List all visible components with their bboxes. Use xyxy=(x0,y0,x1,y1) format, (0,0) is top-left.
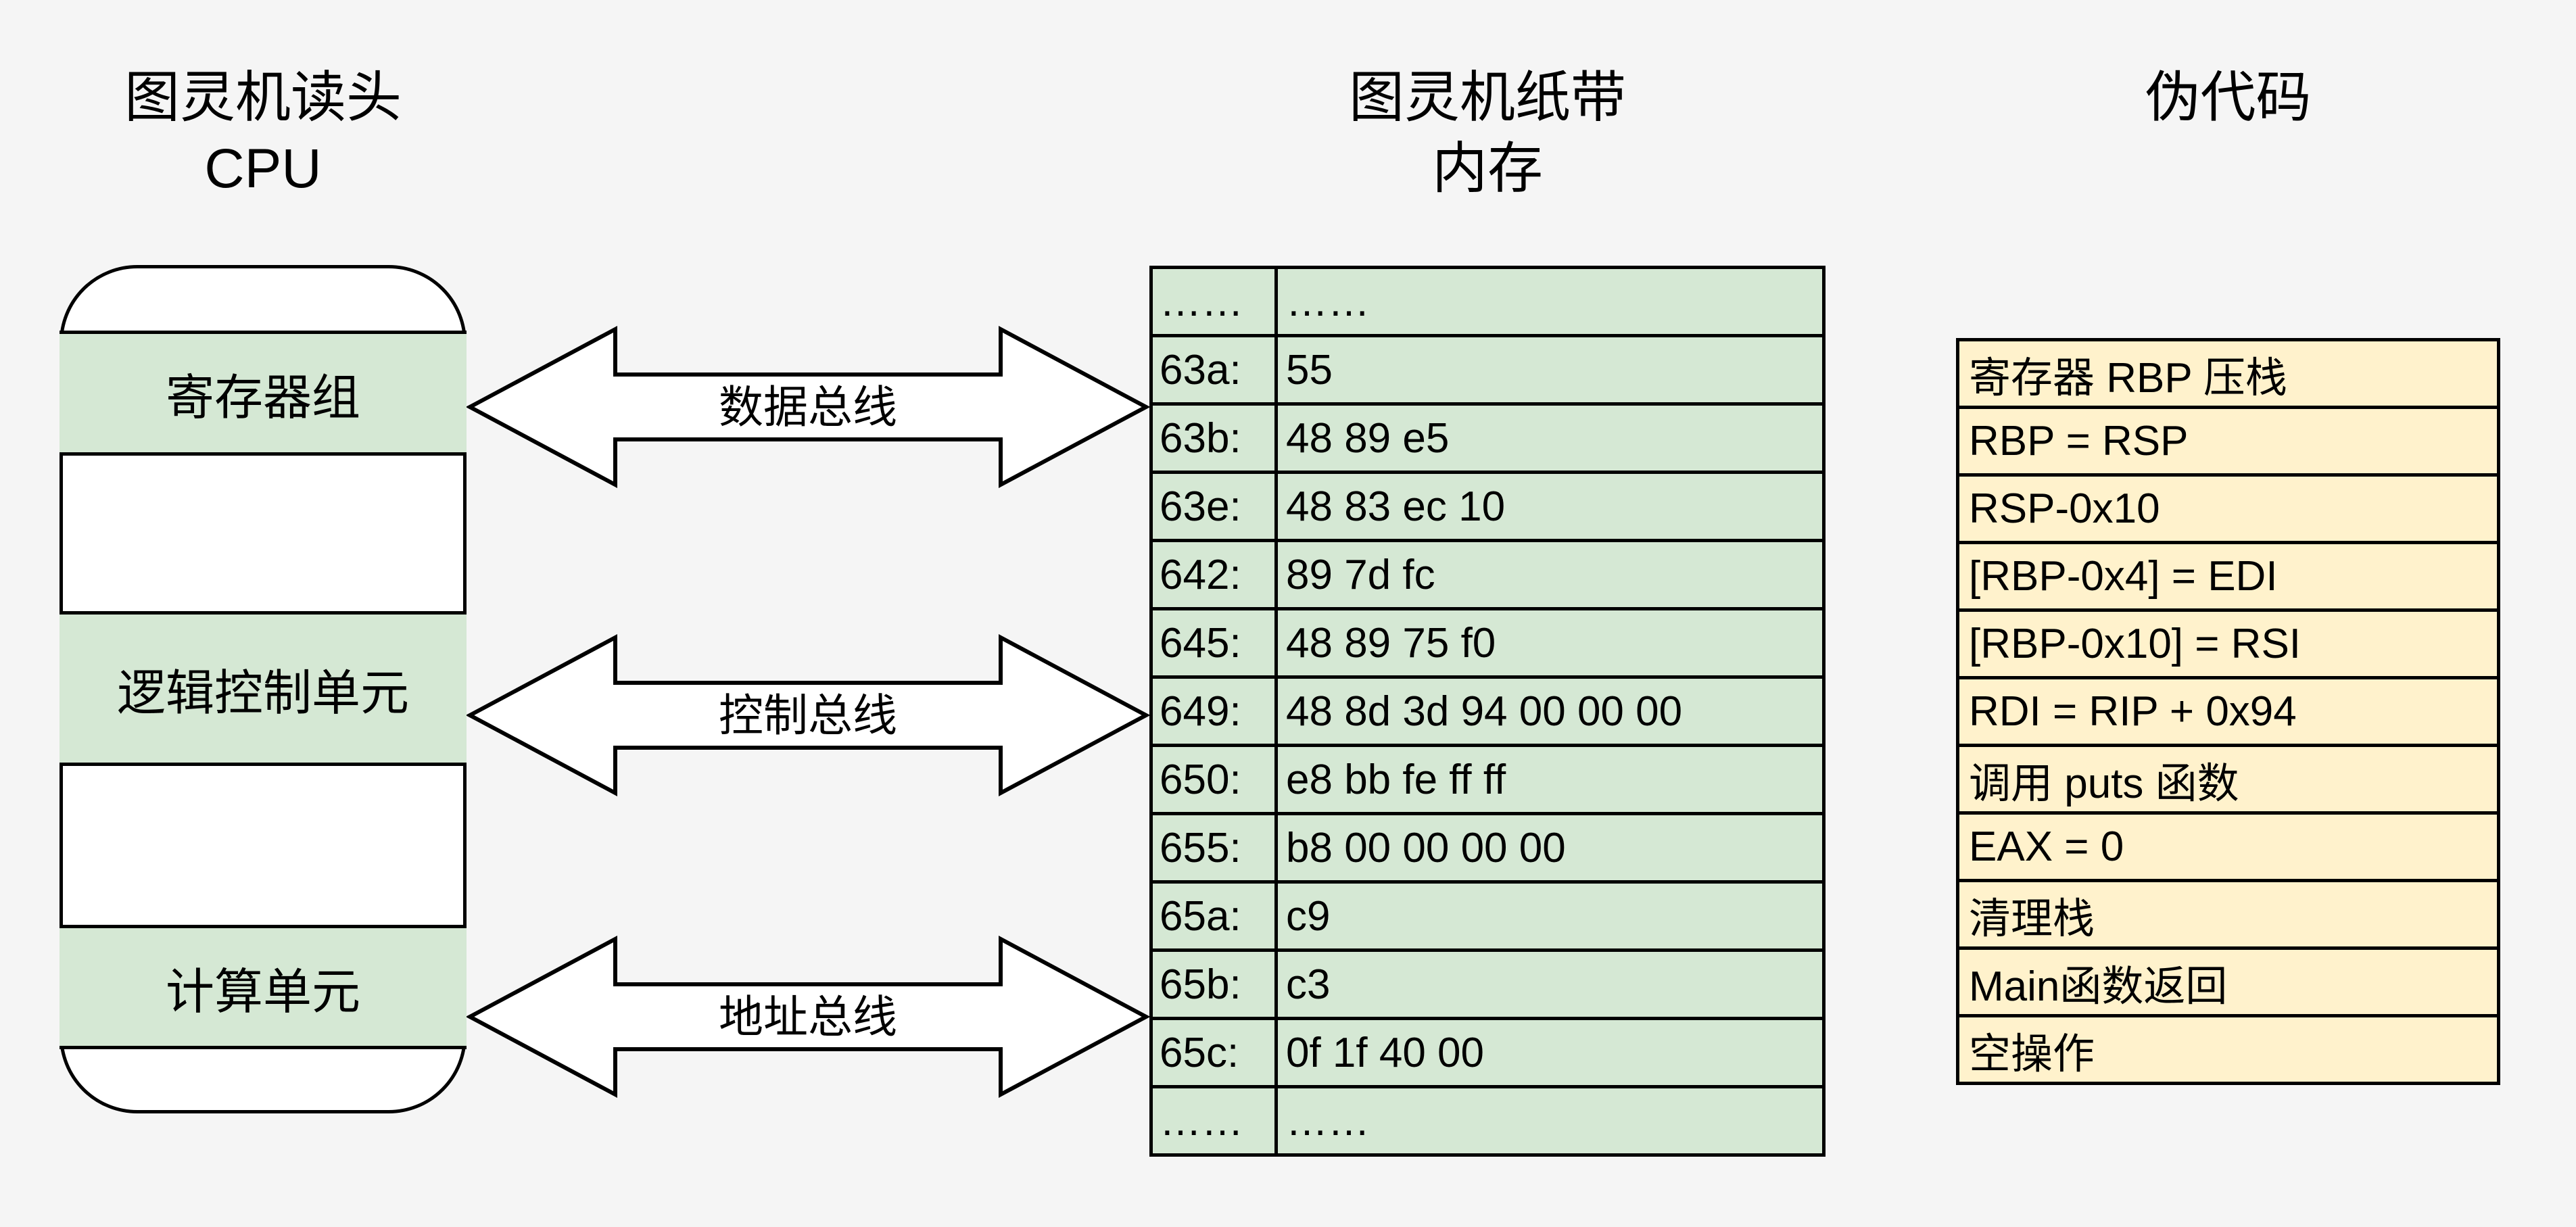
memory-bytes-cell: c3 xyxy=(1286,961,1331,1008)
data-bus-arrow: 数据总线 xyxy=(467,325,1149,489)
memory-address-cell: 655: xyxy=(1153,815,1278,880)
memory-column-title: 图灵机纸带 内存 xyxy=(1149,62,1826,204)
pseudocode-row: 清理栈 xyxy=(1959,882,2497,950)
cpu-unit-logic-control: 逻辑控制单元 xyxy=(59,611,467,766)
control-bus-label: 控制总线 xyxy=(719,690,897,740)
memory-row: 63b:48 89 e5 xyxy=(1153,406,1822,474)
memory-bytes-cell: …… xyxy=(1286,1097,1370,1145)
cpu-unit-compute: 计算单元 xyxy=(59,925,467,1049)
memory-bytes-cell: 0f 1f 40 00 xyxy=(1286,1029,1485,1076)
memory-address-cell: 63a: xyxy=(1153,337,1278,402)
memory-row: 65b:c3 xyxy=(1153,952,1822,1020)
memory-bytes-cell: 48 8d 3d 94 00 00 00 xyxy=(1286,688,1683,735)
cpu-block: 寄存器组 逻辑控制单元 计算单元 xyxy=(59,265,467,1113)
memory-row: 63e:48 83 ec 10 xyxy=(1153,474,1822,542)
memory-row: 650:e8 bb fe ff ff xyxy=(1153,747,1822,815)
memory-title-line2: 内存 xyxy=(1431,138,1543,199)
memory-bytes-cell: c9 xyxy=(1286,892,1331,940)
memory-row: 65a:c9 xyxy=(1153,884,1822,952)
cpu-column-title: 图灵机读头 CPU xyxy=(59,62,467,204)
memory-bytes-cell: 48 89 75 f0 xyxy=(1286,619,1496,667)
pseudocode-row: [RBP-0x4] = EDI xyxy=(1959,544,2497,612)
pseudocode-row: RSP-0x10 xyxy=(1959,477,2497,544)
cpu-title-line2: CPU xyxy=(204,138,322,199)
memory-bytes-cell: e8 bb fe ff ff xyxy=(1286,756,1506,803)
memory-address-cell: …… xyxy=(1153,1088,1278,1153)
double-arrow-shape xyxy=(467,935,1149,1099)
memory-address-cell: 642: xyxy=(1153,542,1278,607)
memory-address-cell: 649: xyxy=(1153,679,1278,744)
memory-address-cell: 65a: xyxy=(1153,884,1278,948)
control-bus-arrow: 控制总线 xyxy=(467,633,1149,797)
address-bus-arrow: 地址总线 xyxy=(467,935,1149,1099)
memory-address-cell: …… xyxy=(1153,269,1278,334)
pseudocode-row: RDI = RIP + 0x94 xyxy=(1959,679,2497,747)
pseudocode-row: RBP = RSP xyxy=(1959,409,2497,477)
memory-address-cell: 65b: xyxy=(1153,952,1278,1017)
double-arrow-shape xyxy=(467,633,1149,797)
pseudocode-row: 空操作 xyxy=(1969,1030,2095,1078)
address-bus-label: 地址总线 xyxy=(719,992,897,1042)
pseudocode-title-line: 伪代码 xyxy=(2145,67,2312,128)
memory-bytes-cell: …… xyxy=(1286,278,1370,325)
data-bus-label: 数据总线 xyxy=(719,382,897,432)
memory-address-cell: 65c: xyxy=(1153,1020,1278,1085)
pseudocode-row: [RBP-0x10] = RSI xyxy=(1959,612,2497,679)
memory-title-line1: 图灵机纸带 xyxy=(1348,67,1626,128)
memory-bytes-cell: 48 89 e5 xyxy=(1286,414,1450,462)
memory-bytes-cell: 55 xyxy=(1286,346,1333,393)
pseudocode-row: 寄存器 RBP 压栈 xyxy=(1959,341,2497,409)
memory-row: 642:89 7d fc xyxy=(1153,542,1822,610)
memory-bytes-cell: 48 83 ec 10 xyxy=(1286,483,1506,530)
memory-row: 649:48 8d 3d 94 00 00 00 xyxy=(1153,679,1822,747)
memory-address-cell: 650: xyxy=(1153,747,1278,812)
pseudocode-column-title: 伪代码 xyxy=(1956,62,2500,133)
pseudocode-row: Main函数返回 xyxy=(1959,950,2497,1017)
memory-row: 645:48 89 75 f0 xyxy=(1153,610,1822,679)
memory-row: 63a:55 xyxy=(1153,337,1822,406)
memory-row: ………… xyxy=(1153,269,1822,337)
pseudocode-row: EAX = 0 xyxy=(1959,815,2497,882)
memory-row: 65c:0f 1f 40 00 xyxy=(1153,1020,1822,1088)
memory-bytes-cell: 89 7d fc xyxy=(1286,551,1435,598)
memory-address-cell: 645: xyxy=(1153,610,1278,675)
pseudocode-row: 调用 puts 函数 xyxy=(1959,747,2497,815)
memory-address-cell: 63e: xyxy=(1153,474,1278,539)
cpu-unit-registers: 寄存器组 xyxy=(59,331,467,456)
memory-address-cell: 63b: xyxy=(1153,406,1278,471)
cpu-title-line1: 图灵机读头 xyxy=(124,67,402,128)
memory-bytes-cell: b8 00 00 00 00 xyxy=(1286,824,1566,871)
double-arrow-shape xyxy=(467,325,1149,489)
memory-row: ………… xyxy=(1153,1088,1822,1153)
memory-row: 655:b8 00 00 00 00 xyxy=(1153,815,1822,884)
